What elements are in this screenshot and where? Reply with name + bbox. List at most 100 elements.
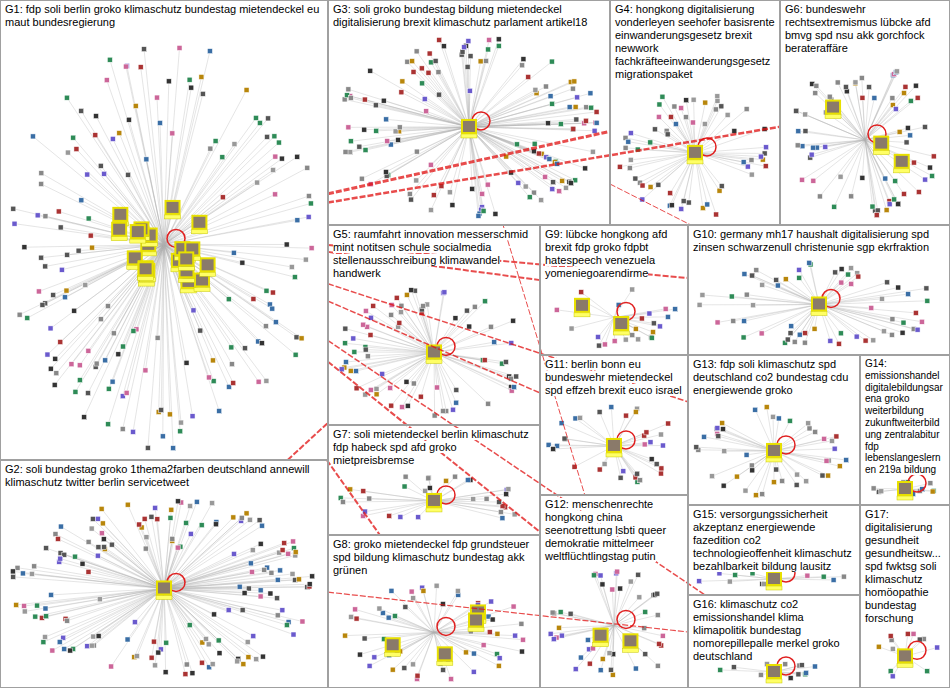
- vertex-edge: [164, 588, 282, 610]
- vertex-icon: [71, 135, 76, 140]
- vertex-icon: [803, 129, 808, 134]
- vertex-icon: [244, 511, 249, 516]
- vertex-edge: [164, 80, 190, 245]
- vertex-icon: [911, 160, 916, 165]
- vertex-icon: [189, 85, 194, 90]
- vertex-icon: [546, 442, 551, 447]
- vertex-icon: [368, 68, 373, 73]
- vertex-icon: [157, 120, 162, 125]
- vertex-icon: [833, 270, 838, 275]
- vertex-icon: [860, 95, 865, 100]
- vertex-icon: [253, 115, 258, 120]
- vertex-edge: [363, 501, 434, 516]
- hub-label-bar: [138, 282, 154, 286]
- hub-icon: [201, 258, 215, 271]
- vertex-edge: [611, 625, 614, 669]
- vertex-icon: [22, 603, 27, 608]
- vertex-icon: [915, 95, 920, 100]
- vertex-icon: [232, 551, 237, 556]
- hub-label-bar: [873, 151, 889, 155]
- vertex-icon: [163, 670, 168, 675]
- vertex-icon: [587, 661, 592, 666]
- vertex-icon: [36, 289, 41, 294]
- vertex-icon: [663, 306, 668, 311]
- vertex-edge: [24, 588, 164, 606]
- hub-label-bar: [613, 331, 629, 335]
- vertex-icon: [95, 516, 100, 521]
- vertex-icon: [744, 292, 749, 297]
- vertex-icon: [45, 352, 50, 357]
- vertex-icon: [64, 288, 69, 293]
- vertex-edge: [364, 127, 469, 130]
- vertex-icon: [53, 356, 58, 361]
- vertex-icon: [827, 94, 832, 99]
- vertex-icon: [105, 304, 110, 309]
- vertex-icon: [155, 517, 160, 522]
- vertex-icon: [248, 561, 253, 566]
- vertex-edge: [164, 541, 293, 588]
- vertex-edge: [377, 352, 434, 394]
- vertex-edge: [601, 575, 614, 625]
- hub-vertex: [606, 439, 622, 457]
- vertex-icon: [96, 545, 101, 550]
- vertex-icon: [901, 191, 906, 196]
- vertex-icon: [463, 650, 468, 655]
- hub-icon: [166, 201, 180, 214]
- vertex-icon: [597, 467, 602, 472]
- vertex-icon: [749, 172, 754, 177]
- vertex-icon: [240, 608, 245, 613]
- vertex-icon: [32, 564, 37, 569]
- vertex-icon: [25, 316, 30, 321]
- hub-label-bar: [825, 115, 841, 119]
- vertex-edge: [469, 127, 481, 210]
- vertex-icon: [691, 97, 696, 102]
- vertex-edge: [95, 135, 164, 244]
- vertex-icon: [117, 131, 122, 136]
- vertex-edge: [431, 127, 469, 210]
- vertex-icon: [896, 202, 901, 207]
- vertex-icon: [602, 461, 607, 466]
- vertex-icon: [392, 613, 397, 618]
- vertex-edge: [598, 317, 614, 337]
- vertex-icon: [177, 45, 182, 50]
- vertex-icon: [449, 677, 454, 682]
- vertex-icon: [103, 358, 108, 363]
- vertex-icon: [239, 515, 244, 520]
- vertex-icon: [681, 199, 686, 204]
- vertex-icon: [476, 213, 481, 218]
- vertex-icon: [171, 446, 176, 451]
- vertex-icon: [554, 307, 559, 312]
- vertex-edge: [796, 111, 865, 140]
- hub-label-bar: [191, 230, 207, 234]
- vertex-edge: [798, 140, 865, 145]
- vertex-icon: [73, 554, 78, 559]
- vertex-cluster: [339, 288, 519, 418]
- vertex-edge: [469, 108, 591, 127]
- vertex-icon: [419, 66, 424, 71]
- vertex-icon: [916, 190, 921, 195]
- vertex-icon: [11, 206, 16, 211]
- vertex-icon: [411, 381, 416, 386]
- vertex-icon: [89, 643, 94, 648]
- vertex-edge: [164, 197, 223, 244]
- vertex-edge: [428, 73, 469, 127]
- hub-vertex: [593, 629, 609, 647]
- vertex-icon: [212, 612, 217, 617]
- hub-icon: [688, 146, 702, 159]
- vertex-icon: [741, 335, 746, 340]
- vertex-icon: [887, 202, 892, 207]
- vertex-edge: [865, 105, 893, 140]
- vertex-icon: [33, 614, 38, 619]
- vertex-edge: [405, 607, 434, 632]
- vertex-edge: [846, 87, 865, 140]
- vertex-icon: [672, 104, 677, 109]
- vertex-icon: [131, 328, 136, 333]
- vertex-edge: [164, 570, 264, 589]
- vertex-icon: [863, 338, 868, 343]
- vertex-icon: [155, 335, 160, 340]
- vertex-edge: [64, 588, 164, 649]
- hub-label-bar: [165, 215, 181, 219]
- vertex-icon: [705, 202, 710, 207]
- hub-label-bar: [178, 266, 194, 270]
